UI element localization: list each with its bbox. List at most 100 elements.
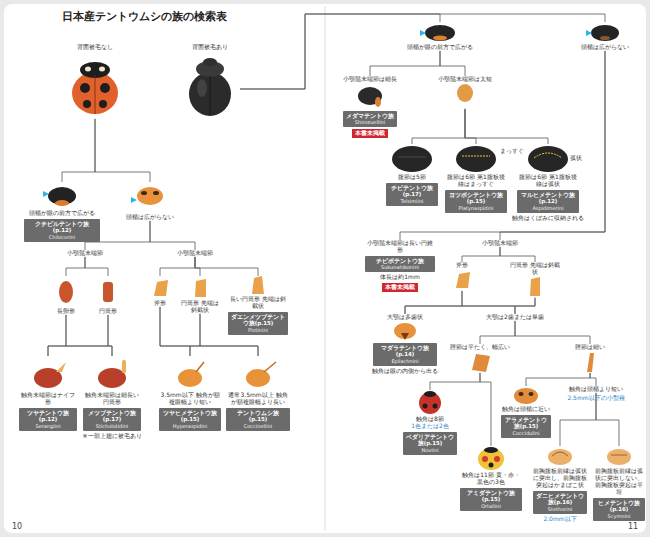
head-photo — [591, 25, 619, 41]
tribe-label: クチビルテントウ族(p.12)Chilocorini — [24, 219, 100, 242]
tribe-latin: Plotinini — [230, 327, 286, 333]
tribe-label: メツブテントウ族(p.17)Sticholotidini — [83, 408, 141, 431]
tribe-latin: Telsimiini — [388, 198, 436, 204]
tribe-node: 前胸腹板前縁は弧状に突出し、前胸腹板突起はかまぼこ状ダニヒメテントウ族(p.16… — [533, 446, 587, 514]
tribe-name: マルヒメテントウ族(p.12) — [519, 192, 577, 205]
character-text: 大顎は多歯状 — [373, 314, 437, 321]
tribe-label: ヨツボシテントウ族(p.15)Platynaspidini — [445, 190, 507, 213]
tribe-label: ヒメテントウ族(p.16)Scymnini — [593, 498, 645, 521]
tribe-latin: Stethorini — [535, 506, 585, 512]
prosternum-photo — [548, 449, 631, 465]
key-line — [62, 119, 95, 182]
tribe-name: クチビルテントウ族(p.12) — [26, 221, 98, 234]
palp-photo — [457, 84, 473, 102]
ladybird-photo — [433, 404, 438, 409]
ladybird-photo — [478, 448, 504, 470]
character-text: 通常3.5mm以上 触角が額複眼幅より長い — [226, 392, 290, 406]
tribe-node: 小顎鬚末端節は長い円錐形チビボテントウ族Sukunahikonini — [365, 240, 435, 272]
key-line — [108, 315, 112, 356]
ladybird-photo — [494, 456, 500, 462]
key-line — [66, 257, 85, 276]
tribe-latin: Chilocorini — [26, 234, 98, 240]
page-number: 11 — [628, 522, 638, 531]
key-step: 円筒形 先端は斜截状 — [180, 276, 220, 314]
key-step: 小顎鬚末端節 — [65, 250, 105, 257]
character-text: 前胸腹板前縁は弧状に突出しない、前胸腹板突起は平坦 — [593, 468, 645, 496]
tribe-label: アミダテントウ族(p.15)Ortaliini — [460, 488, 522, 511]
key-line — [240, 14, 605, 89]
palp-photo — [530, 277, 540, 296]
antenna-photo — [264, 362, 276, 372]
key-step: 背面被毛なし — [65, 44, 125, 119]
key-step: 小顎鬚末端節は太短 — [435, 76, 495, 109]
character-text: 3.5mm以下 触角が額複眼幅より短い — [159, 392, 221, 406]
character-text: 触角は11節 黄・赤・黒色の3色 — [460, 472, 522, 486]
tribe-node: 腹節は6節 第1腹板後線は弧状マルヒメテントウ族(p.12)Aspidimeri… — [517, 144, 579, 213]
tribe-node: 3.5mm以下 触角が額複眼幅より短いツヤヒメテントウ族(p.15)Hypera… — [159, 356, 221, 431]
antenna-photo — [122, 360, 126, 373]
hairy-beetle-photo — [203, 58, 217, 66]
key-line — [150, 221, 195, 250]
page-ground — [4, 4, 646, 533]
abdomen-photo — [534, 153, 562, 158]
photo-space — [570, 351, 610, 373]
head-photo — [131, 197, 137, 203]
head-photo — [43, 25, 619, 404]
abdomen-photo — [392, 146, 568, 172]
ladybird-photo — [72, 62, 118, 114]
tribe-latin: Sticholotidini — [85, 423, 139, 429]
ladybird-photo — [489, 463, 494, 468]
tribe-name: ベダリアテントウ族(p.15) — [405, 434, 455, 447]
key-line — [465, 109, 548, 144]
photo-space — [373, 321, 437, 341]
palp-photo — [59, 281, 73, 303]
character-text: 円筒形 — [90, 308, 126, 315]
character-text: 背面被毛あり — [180, 44, 240, 51]
tribe-name: ヨツボシテントウ族(p.15) — [447, 192, 505, 205]
head-photo — [375, 97, 381, 107]
character-text: 腹節は5節 — [386, 174, 438, 181]
ladybird-photo — [80, 83, 90, 93]
palp-photo — [154, 280, 168, 296]
character-text: 小顎鬚末端節は長い円錐形 — [365, 240, 435, 254]
antenna-photo — [196, 362, 204, 372]
character-text: 頭楯が眼の前方で広がる — [24, 210, 100, 217]
hairy-beetle-photo — [197, 79, 207, 97]
character-text: 斧形 — [447, 262, 477, 269]
hairy-beetle-photo — [189, 72, 231, 116]
character-text: 頭楯は広がらない — [120, 214, 180, 221]
palp-photo — [456, 272, 470, 288]
head-photo — [425, 25, 455, 41]
tribe-node: 通常3.5mm以上 触角が額複眼幅より長いテントウムシ族(p.15)Coccin… — [226, 356, 290, 431]
photo-space — [447, 269, 477, 291]
character-text: 脛節は細い — [570, 344, 610, 351]
character-text: 小顎鬚末端節は太短 — [435, 76, 495, 83]
key-line — [465, 109, 476, 144]
tribe-name: チビボテントウ族 — [367, 258, 433, 265]
tribe-latin: Hyperaspidini — [161, 423, 219, 429]
tribe-name: アラメテントウ族(p.15) — [503, 417, 549, 430]
photo-space — [343, 83, 397, 109]
key-line — [462, 247, 500, 262]
key-step: 脛節は平たく、幅広い — [447, 344, 513, 373]
character-text: 頭楯が眼の前方で広がる — [405, 44, 475, 51]
ladybird-photo — [99, 100, 107, 108]
character-text: 触角末端節はナイフ形 — [19, 392, 77, 406]
antenna-photo — [246, 369, 270, 387]
key-step: 脛節は細い — [570, 344, 610, 373]
prosternum-photo — [607, 449, 631, 465]
photo-space — [435, 83, 495, 109]
photo-callout: まっすぐ — [500, 148, 524, 155]
key-line — [85, 257, 108, 276]
head-photo — [401, 333, 409, 340]
antenna-photo — [34, 360, 276, 388]
tribe-name: メツブテントウ族(p.17) — [85, 410, 139, 423]
head-photo — [43, 191, 49, 197]
key-line — [480, 373, 491, 446]
abdomen-photo — [456, 146, 496, 172]
key-step: 長卵形 — [48, 276, 84, 315]
character-text: 1色または2色 — [403, 423, 457, 430]
tribe-node: 前胸腹板前縁は弧状に突出しない、前胸腹板突起は平坦ヒメテントウ族(p.16)Sc… — [593, 446, 645, 521]
